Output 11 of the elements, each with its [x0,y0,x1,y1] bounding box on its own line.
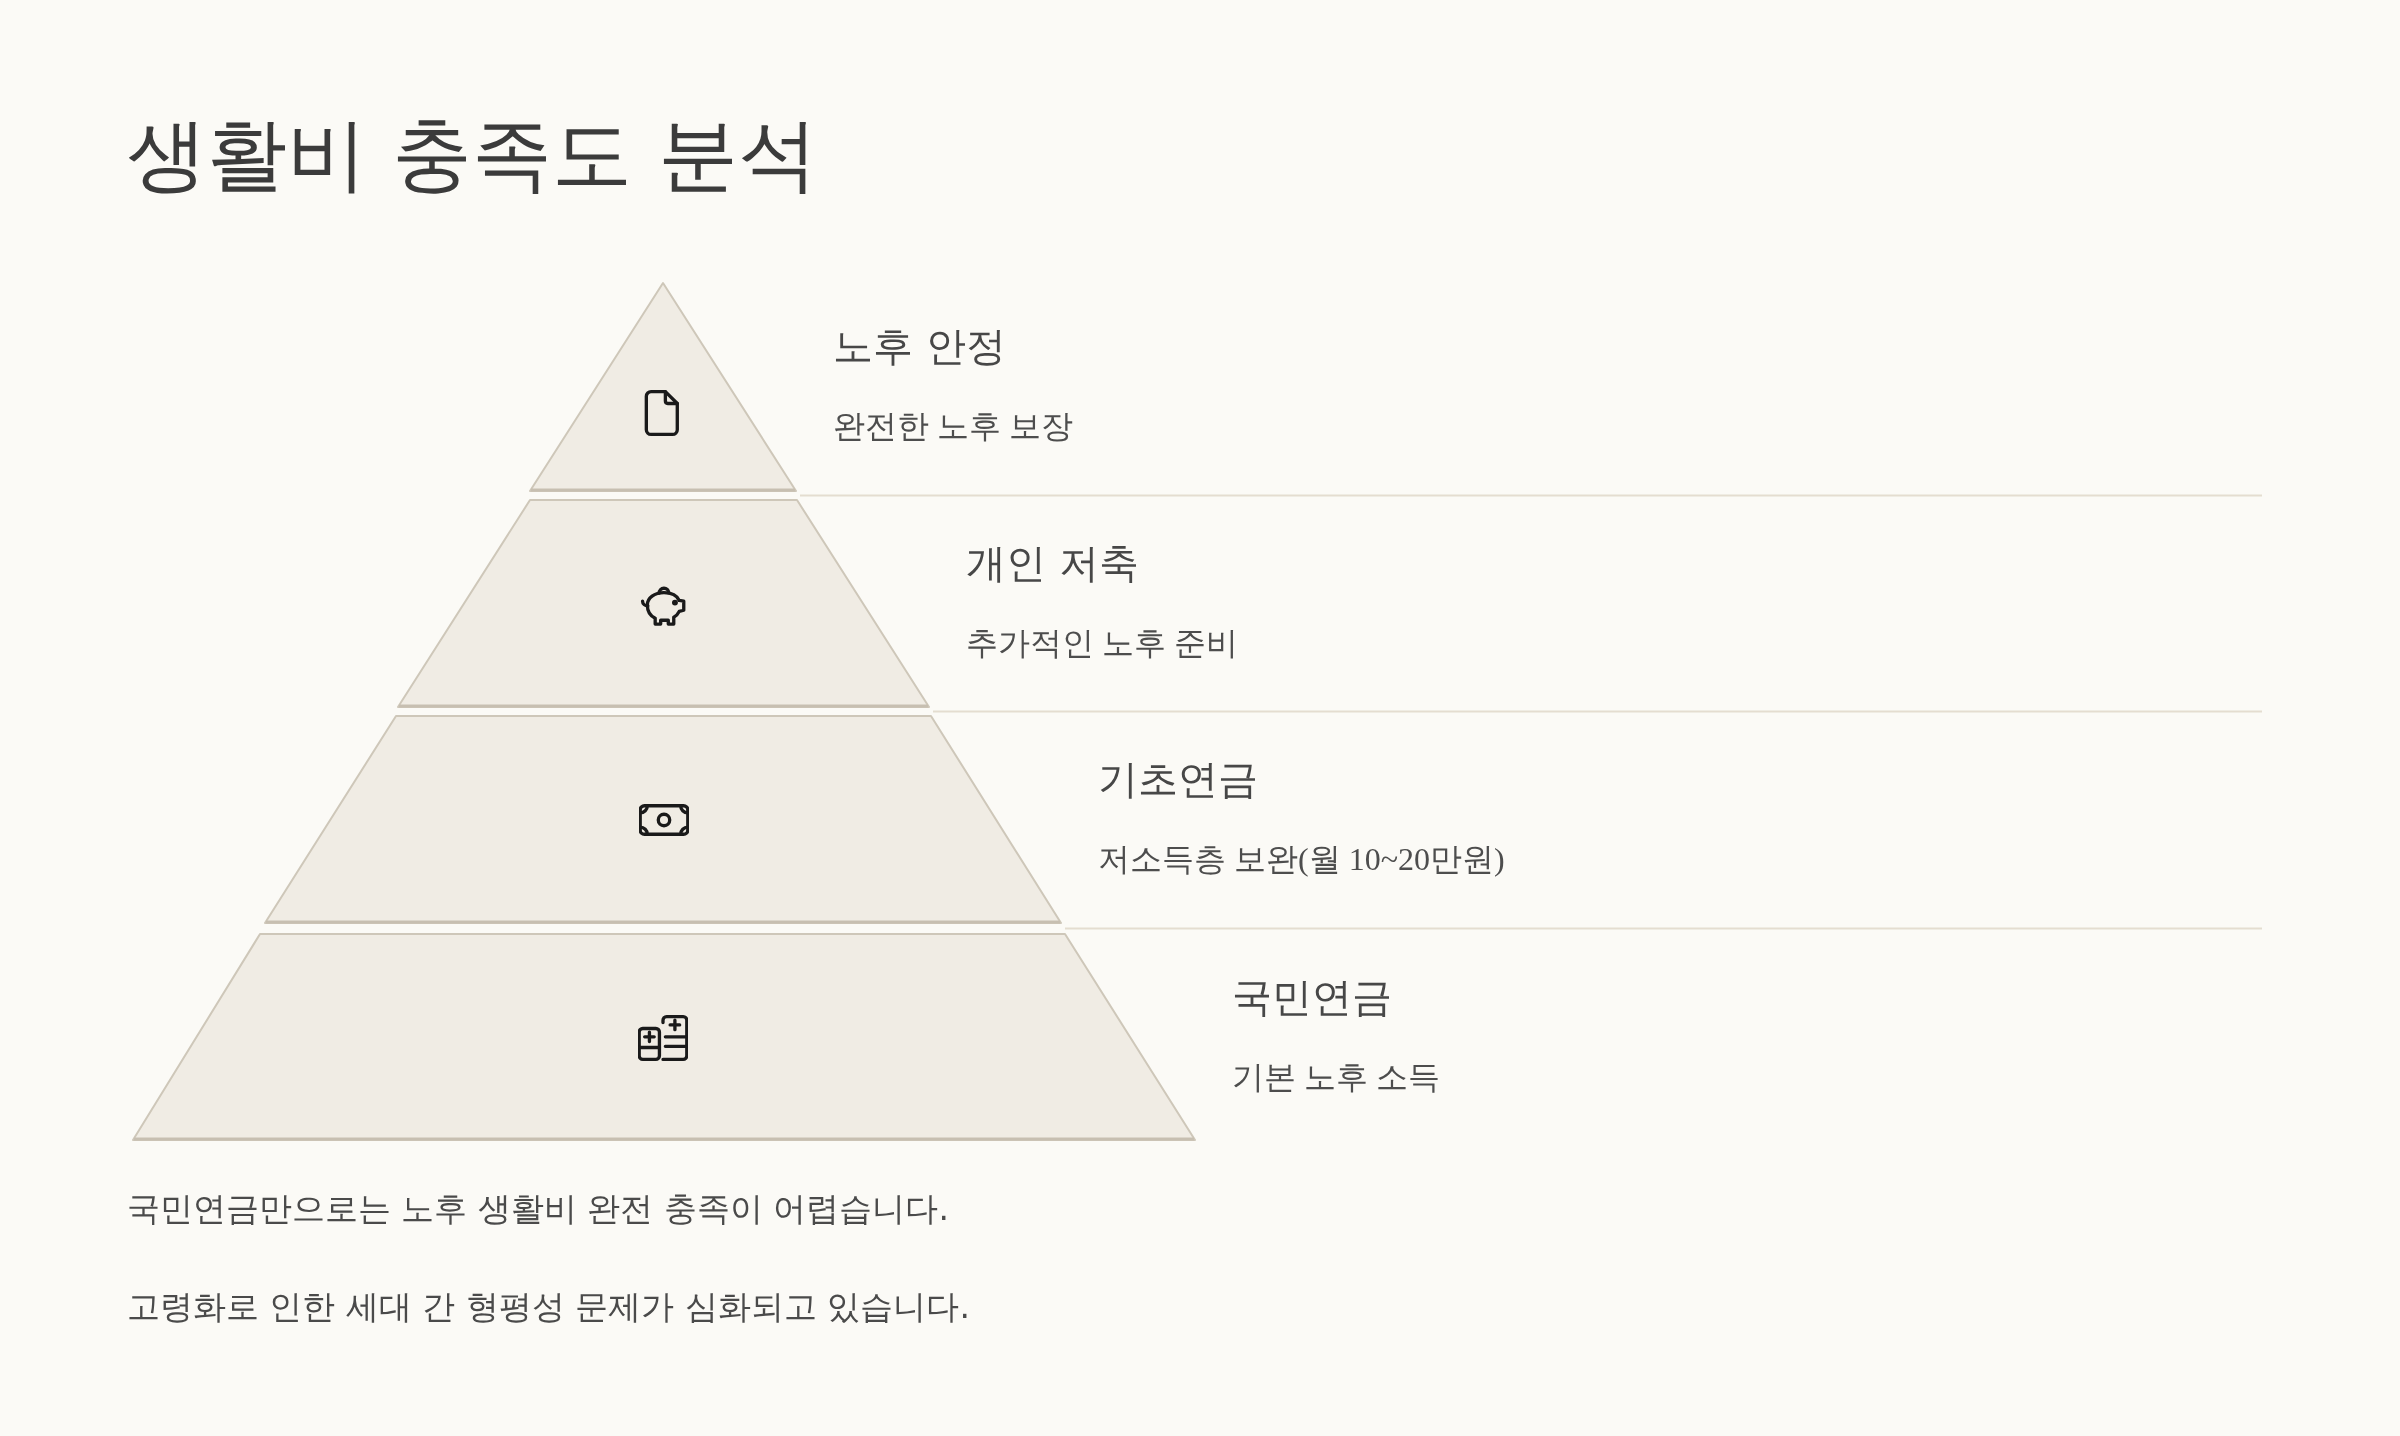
tier-description: 완전한 노후 보장 [833,407,1073,445]
note-text: 고령화로 인한 세대 간 형평성 문제가 심화되고 있습니다. [127,1287,970,1327]
note-text: 국민연금만으로는 노후 생활비 완전 충족이 어렵습니다. [127,1189,949,1229]
tier-heading: 기초연금 [1098,755,1258,803]
tier-description: 저소득층 보완(월 10~20만원) [1098,840,1505,878]
tier-description: 기본 노후 소득 [1232,1058,1440,1096]
tier-description: 추가적인 노후 준비 [966,624,1238,662]
diagram-title: 생활비 충족도 분석 [127,107,818,203]
tier-heading: 국민연금 [1232,973,1392,1021]
tier-heading: 노후 안정 [833,322,1006,370]
tier-heading: 개인 저축 [966,539,1139,587]
